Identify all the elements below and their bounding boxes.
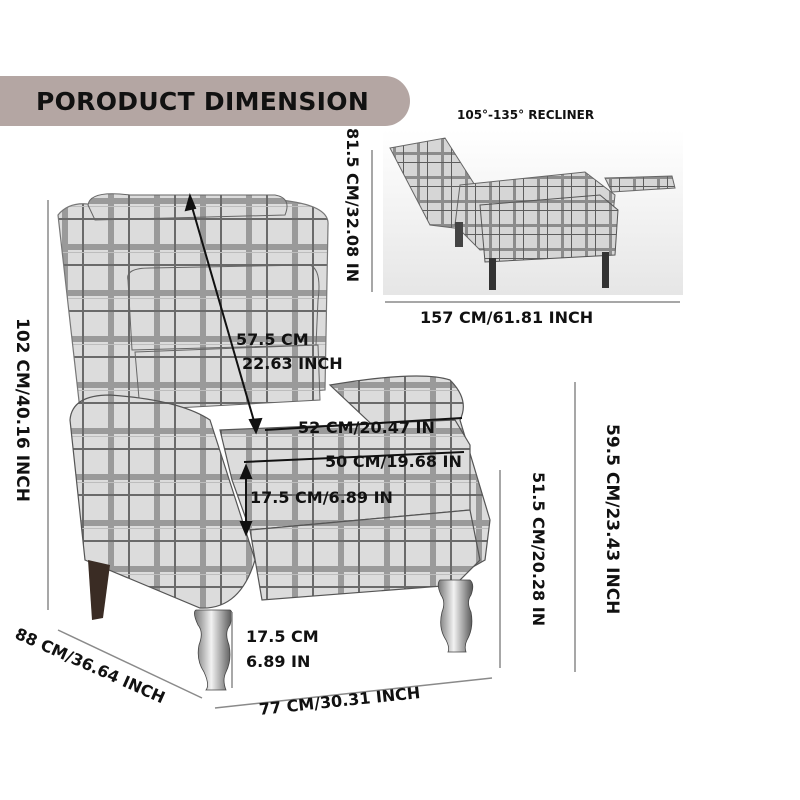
recliner-caption: 105°-135° RECLINER	[457, 108, 595, 122]
leg-height-in-label: 6.89 IN	[246, 652, 311, 671]
inner-dimension-lines	[184, 192, 465, 537]
recliner-photo	[383, 130, 683, 295]
seat-width-back-label: 52 CM/20.47 IN	[298, 418, 435, 437]
page-title: PORODUCT DIMENSION	[36, 86, 370, 116]
back-height-cm-label: 57.5 CM	[236, 330, 309, 349]
dimension-lines	[47, 150, 680, 709]
leg-height-cm-label: 17.5 CM	[246, 627, 319, 646]
cushion-height-label: 17.5 CM/6.89 IN	[250, 488, 393, 507]
recline-length-label: 157 CM/61.81 INCH	[420, 308, 594, 327]
recline-height-label: 81.5 CM/32.08 IN	[343, 128, 362, 283]
arm-height-label: 59.5 CM/23.43 INCH	[602, 424, 622, 615]
title-banner: PORODUCT DIMENSION	[0, 76, 410, 126]
back-height-in-label: 22.63 INCH	[242, 354, 343, 373]
seat-width-front-label: 50 CM/19.68 IN	[325, 452, 462, 471]
main-chair	[57, 193, 491, 691]
seat-height-label: 51.5 CM/20.28 IN	[529, 472, 548, 627]
total-height-label: 102 CM/40.16 INCH	[12, 318, 32, 502]
